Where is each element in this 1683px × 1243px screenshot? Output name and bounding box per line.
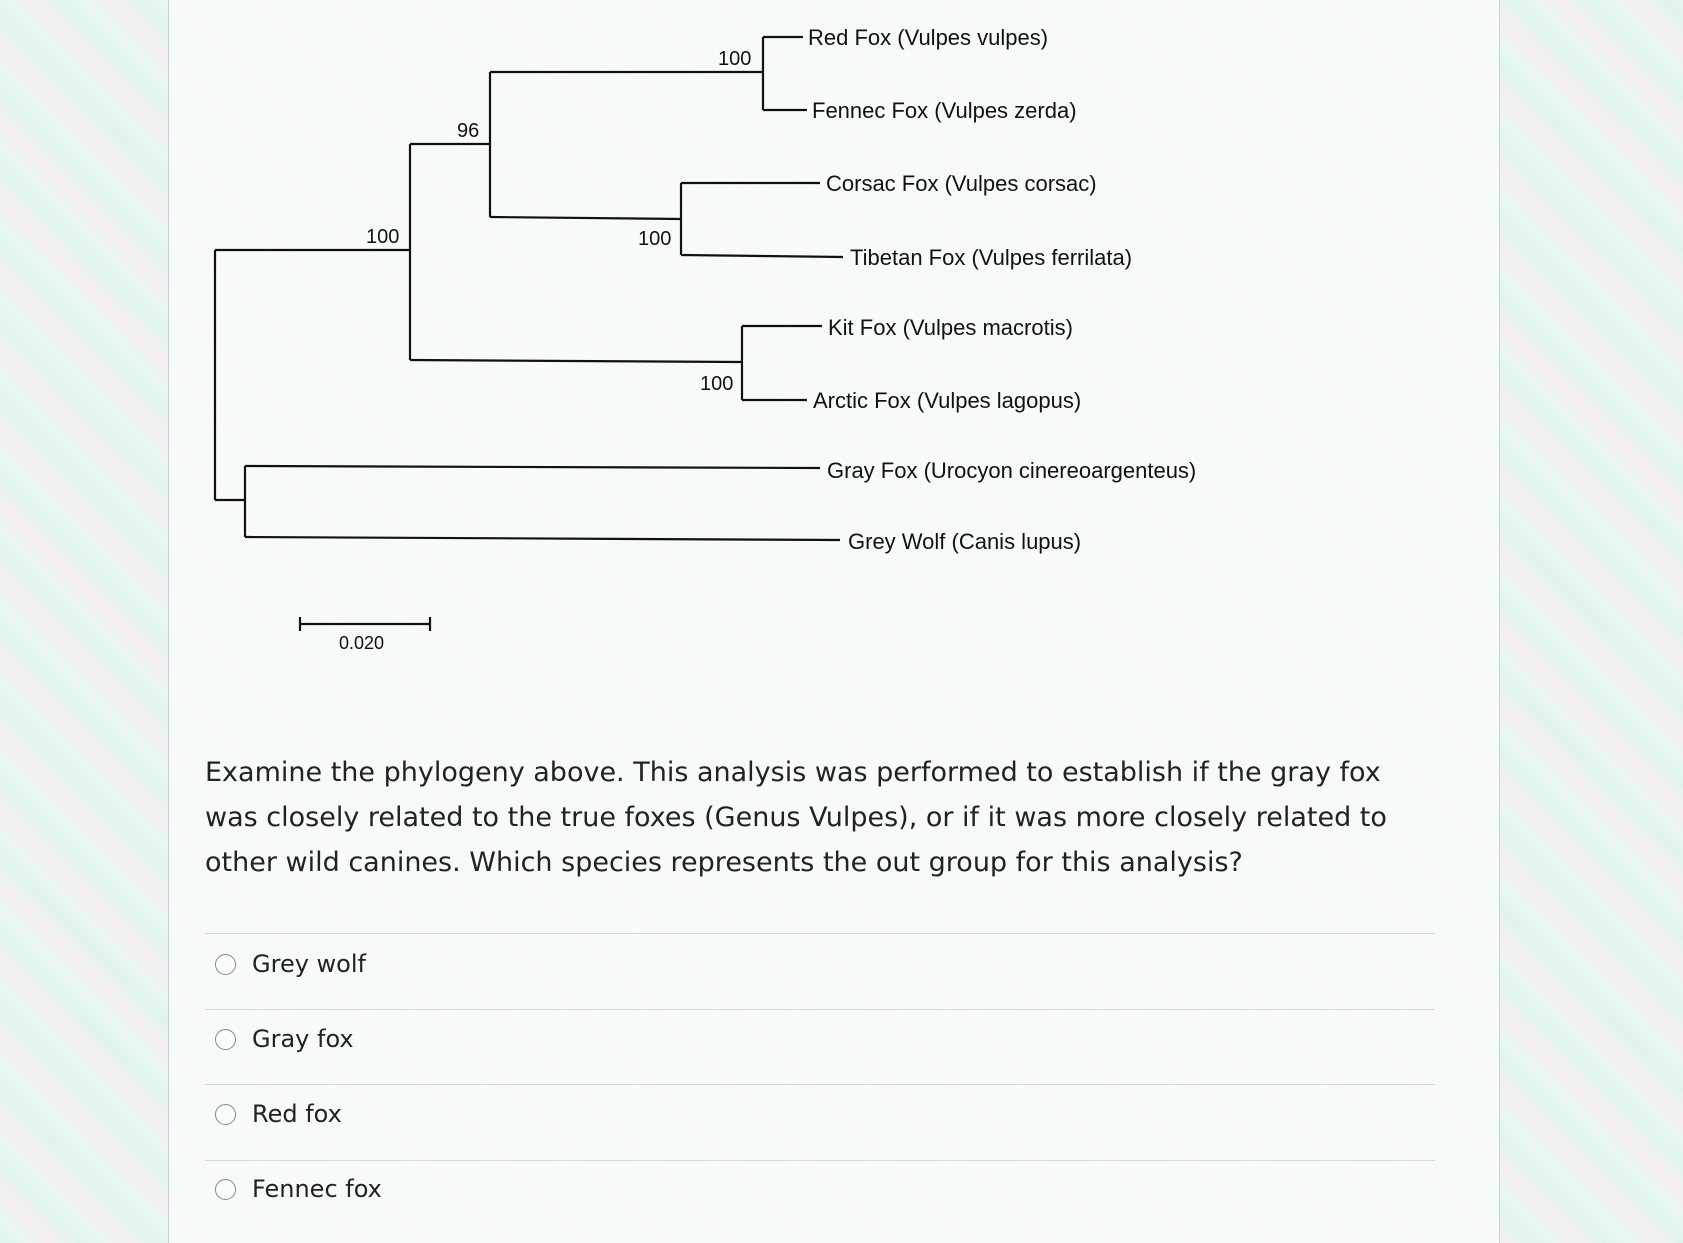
kit-arctic-stem — [409, 358, 743, 364]
bootstrap-value: 96 — [457, 120, 479, 142]
taxon-label: Fennec Fox (Vulpes zerda) — [812, 98, 1077, 123]
phylogeny-tree: Red Fox (Vulpes vulpes) Fennec Fox (Vulp… — [213, 25, 1196, 653]
question-text: Examine the phylogeny above. This analys… — [205, 757, 1387, 878]
radio-button[interactable] — [215, 1103, 236, 1125]
taxon-label: Grey Wolf (Canis lupus) — [848, 529, 1081, 554]
option-fennec-fox[interactable]: Fennec fox — [215, 1175, 382, 1203]
divider — [205, 1009, 1435, 1010]
taxon-label: Kit Fox (Vulpes macrotis) — [828, 315, 1073, 340]
bootstrap-value: 100 — [700, 373, 733, 395]
option-red-fox[interactable]: Red fox — [215, 1100, 342, 1128]
gray-fox-branch — [244, 464, 821, 470]
bootstrap-value: 100 — [366, 226, 399, 248]
tibetan-fox-branch — [680, 253, 844, 259]
option-label: Grey wolf — [252, 950, 366, 978]
radio-button[interactable] — [215, 1178, 236, 1200]
taxon-label: Gray Fox (Urocyon cinereoargenteus) — [827, 458, 1196, 483]
bootstrap-value: 100 — [638, 228, 671, 250]
radio-button[interactable] — [215, 1028, 236, 1050]
bootstrap-value: 100 — [718, 48, 751, 70]
taxon-label: Tibetan Fox (Vulpes ferrilata) — [850, 245, 1132, 270]
taxon-label: Arctic Fox (Vulpes lagopus) — [813, 388, 1081, 413]
option-label: Red fox — [252, 1100, 342, 1128]
divider — [205, 1160, 1435, 1161]
grey-wolf-branch — [244, 535, 841, 542]
option-gray-fox[interactable]: Gray fox — [215, 1025, 354, 1053]
option-label: Fennec fox — [252, 1175, 382, 1203]
taxon-label: Red Fox (Vulpes vulpes) — [808, 25, 1048, 50]
divider — [205, 1084, 1435, 1085]
content-panel — [168, 0, 1500, 1243]
option-grey-wolf[interactable]: Grey wolf — [215, 950, 366, 978]
option-label: Gray fox — [252, 1025, 354, 1053]
scale-bar-label: 0.020 — [339, 633, 384, 653]
taxon-label: Corsac Fox (Vulpes corsac) — [826, 171, 1097, 196]
radio-button[interactable] — [215, 953, 236, 975]
divider — [205, 933, 1435, 934]
corsac-tibetan-stem — [489, 215, 682, 221]
